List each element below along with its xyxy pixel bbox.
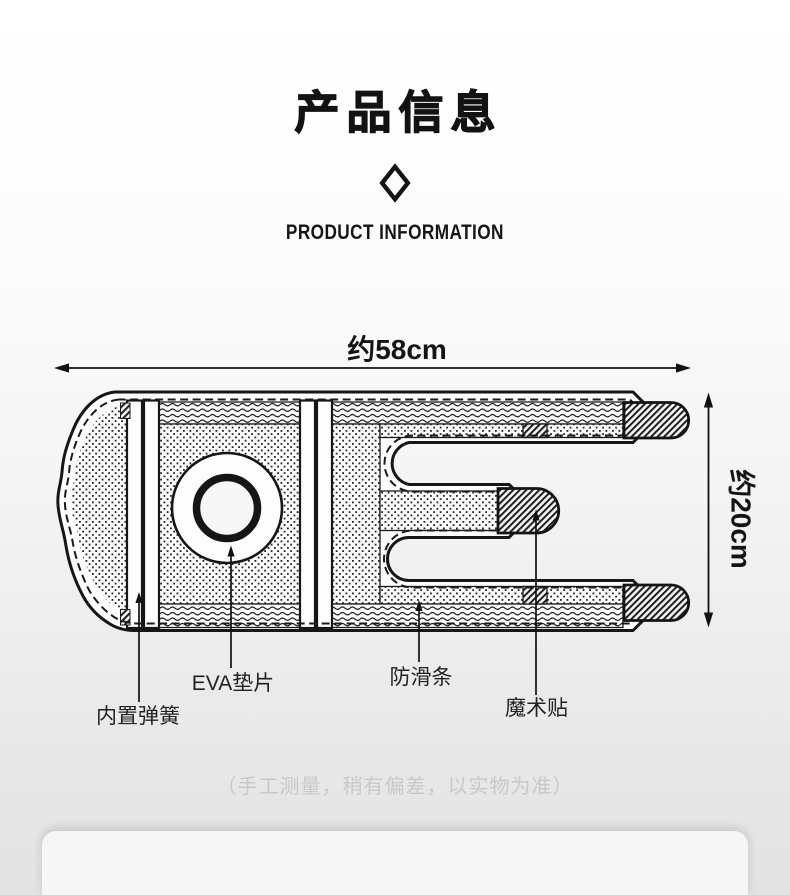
height-dimension-arrow-top [703,392,714,408]
width-dimension-label: 约58cm [347,334,447,365]
part-label-eva-pad: EVA垫片 [192,672,274,695]
top-wave-strip [126,401,624,425]
product-diagram: 约58cm 约20cm 内置弹簧 EVA垫片 防滑条 魔术贴 [54,334,757,728]
anti-slip-patch-bottom [522,585,548,605]
belt-stitch-dashed-line [63,398,643,625]
next-section-card [42,831,748,895]
width-dimension-arrow-right [676,363,691,373]
spring-band-left-2 [142,399,161,630]
spring-band-mid-2 [315,399,334,630]
velcro-cap-middle [496,487,561,535]
measurement-note: （手工测量，稍有偏差，以实物为准） [216,776,574,798]
anti-slip-patch-top [522,423,548,439]
spring-anchor-tab-top [120,402,131,419]
part-label-spring: 内置弹簧 [96,705,180,728]
height-dimension-arrow-bottom [703,612,714,628]
page-subtitle: PRODUCT INFORMATION [0,221,790,245]
velcro-leader-arrow [532,509,540,521]
eva-pad-ring [192,473,262,543]
spring-leader-arrow [135,592,143,603]
page-subtitle-text: PRODUCT INFORMATION [286,221,504,244]
section-divider [0,162,790,204]
velcro-cap-top [622,401,691,440]
width-dimension-arrow-left [54,363,69,373]
middle-arm-dot-strip [379,490,499,532]
spring-anchor-tab-bottom [120,609,131,626]
part-label-anti-slip: 防滑条 [390,666,453,689]
spring-band-mid-1 [298,399,317,630]
antislip-leader-arrow [415,600,423,611]
height-dimension-label: 约20cm [726,469,757,569]
velcro-cap-bottom [622,583,691,622]
diamond-icon [379,163,411,203]
part-label-velcro: 魔术贴 [505,697,568,720]
bottom-arm-dot-strip [379,585,624,605]
left-pouch-texture [70,404,127,615]
page-title: 产品信息 [294,87,503,138]
eva-leader-arrow [227,545,235,557]
spring-band-left-1 [125,399,144,630]
